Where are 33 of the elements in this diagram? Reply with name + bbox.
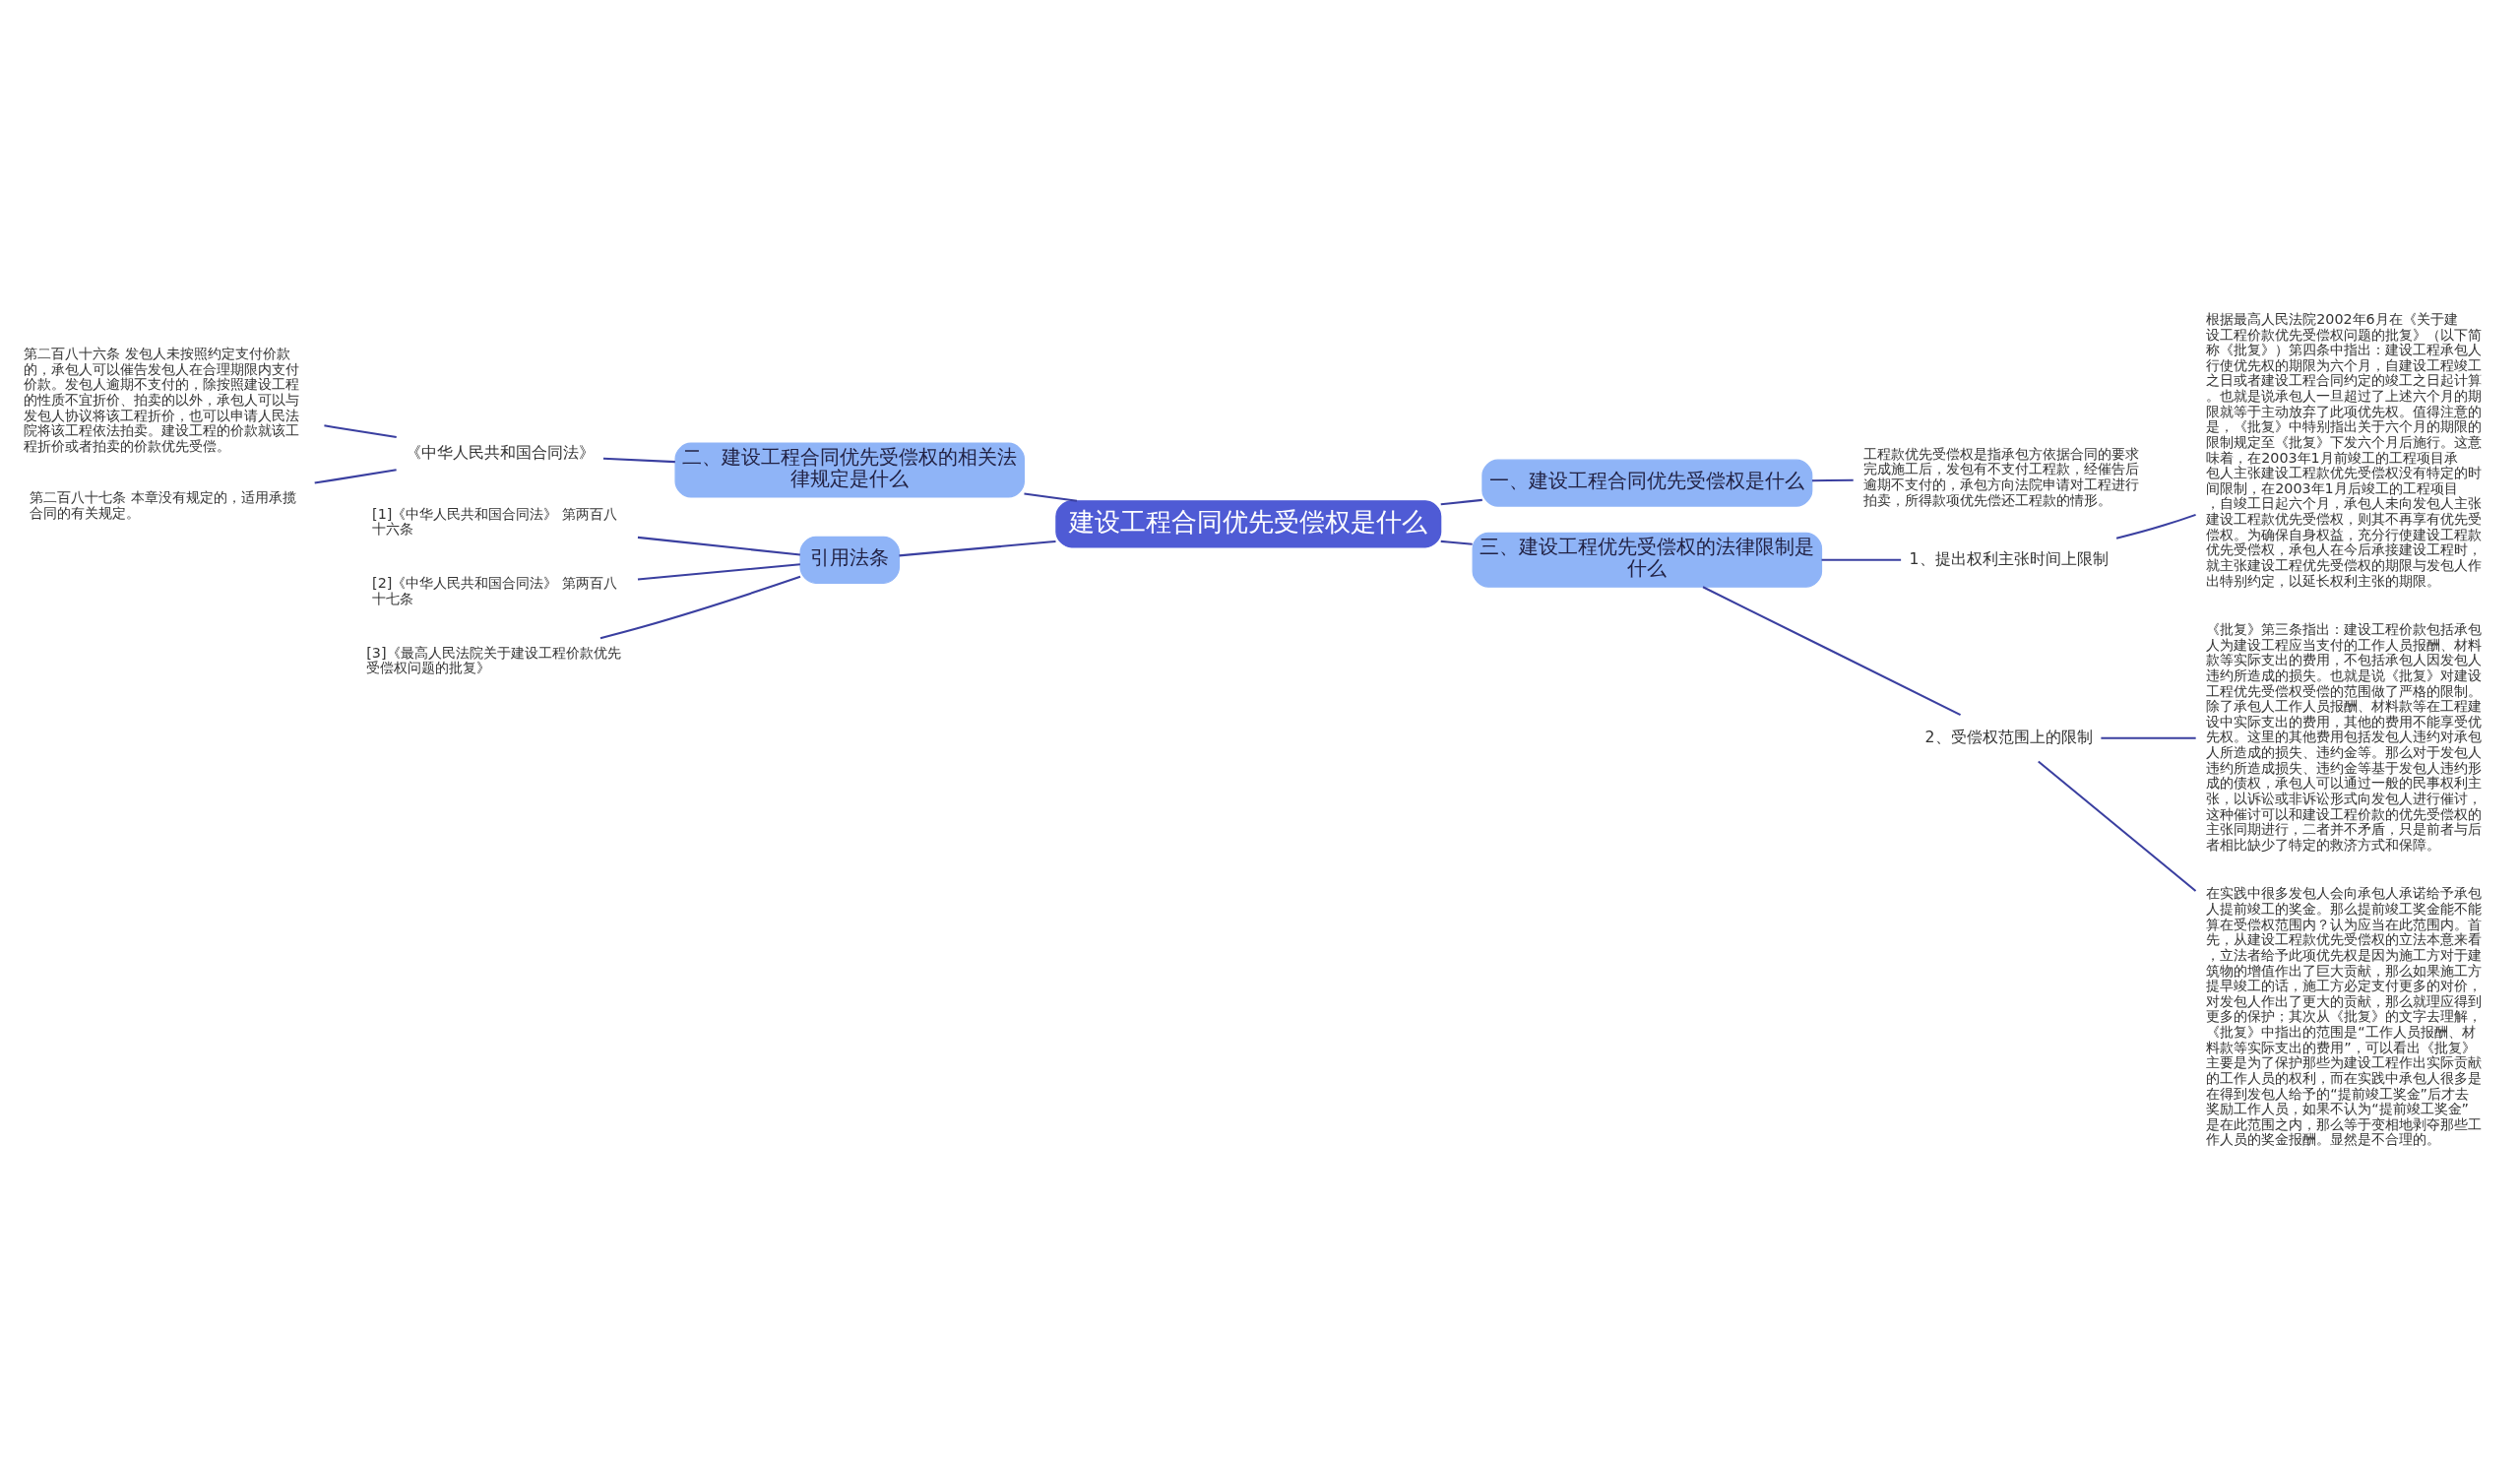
node-text: 根据最高人民法院2002年6月在《关于建设工程价款优先受偿权问题的批复》（以下简称《批复》）第四条中指出：建设工程承包人行使优先权的期限为六个月，自建设工程竣工之日或者建设工程合同约定的竣工之日起计算。也就是说承包人一旦超过了上述六个月的期限就等于主动放弃了此项优先权。值得注意的是，《批复》中特别指出关于六个月的期限的限制规定至《批复》下发六个月后施行。这意味着，在2003年1月前竣工的工程项目承包人主张建设工程款优先受偿权没有特定的时间限制，在2003年1月后竣工的工程项目，自竣工日起六个月，承包人未向发包人主张建设工程款优先受偿权，则其不再享有优先受偿权。为确保自身权益，充分行使建设工程款优先受偿权，承包人在今后承接建设工程时，就主张建设工程优先受偿权的期限与发包人作出特别约定，以延长权利主张的期限。 — [2206, 310, 2483, 589]
connector — [324, 423, 397, 438]
connector — [2101, 736, 2196, 739]
connector — [602, 457, 675, 463]
node-text: 《批复》第三条指出：建设工程价款包括承包人为建设工程应当支付的工作人员报酬、材料款等实际支出的费用，不包括承包人因发包人违约所造成的损失。也就是说《批复》对建设工程优先受偿权受偿的范围做了严格的限制。除了承包人工作人员报酬、材料款等在工程建设中实际支出的费用，其他的费用不能享受优先权。这里的其他费用包括发包人违约对承包人所造成的损失、违约金等。那么对于发包人违约所造成损失、违约金等基于发包人违约形成的债权，承包人可以通过一般的民事权利主张，以诉讼或非诉讼形式向发包人进行催讨，这种催讨可以和建设工程价款的优先受偿权的主张同期进行，二者并不矛盾，只是前者与后者相比缺少了特定的救济方式和保障。 — [2206, 620, 2483, 853]
connector — [2115, 513, 2196, 540]
connector — [1440, 540, 1473, 545]
node-text: 1、提出权利主张时间上限制 — [1909, 549, 2109, 568]
node-text: 在实践中很多发包人会向承包人承诺给予承包人提前竣工的奖金。那么提前竣工奖金能不能算在受偿权范围内？认为应当在此范围内。首先，从建设工程款优先受偿权的立法本意来看，立法者给予此项优先权是因为施工方对于建筑物的增值作出了巨大贡献，那么如果施工方提早竣工的话，施工方必定支付更多的对价，对发包人作出了更大的贡献，那么就理应得到更多的保护；其次从《批复》的文字去理解，《批复》中指出的范围是“工作人员报酬、材料款等实际支出的费用”，可以看出《批复》主要是为了保护那些为建设工程作出实际贡献的工作人员的权利，而在实践中承包人很多是在得到发包人给予的“提前竣工奖金”后才去奖励工作人员，如果不认为“提前竣工奖金”是在此范围之内，那么等于变相地剥夺那些工作人员的奖金报酬。显然是不合理的。 — [2206, 884, 2483, 1147]
node-box: 引用法条 — [799, 536, 901, 584]
connector — [1821, 558, 1902, 561]
node-text: [1]《中华人民共和国合同法》 第两百八十六条 — [372, 505, 617, 537]
connector — [637, 536, 800, 556]
connector — [899, 540, 1056, 556]
connector — [314, 468, 397, 484]
node-box: 建设工程合同优先受偿权是什么 — [1055, 499, 1442, 547]
node-text: [2]《中华人民共和国合同法》 第两百八十七条 — [372, 574, 617, 606]
node-text: [3]《最高人民法院关于建设工程价款优先受偿权问题的批复》 — [366, 644, 621, 675]
connector — [1702, 585, 1961, 716]
node-box: 二、建设工程合同优先受偿权的相关法律规定是什么 — [674, 442, 1025, 498]
connector — [1440, 498, 1482, 505]
connector — [599, 575, 801, 639]
node-text: 《中华人民共和国合同法》 — [405, 443, 595, 462]
node-box: 三、建设工程优先受偿权的法律限制是什么 — [1472, 532, 1823, 588]
connector — [1024, 492, 1078, 502]
node-text: 2、受偿权范围上的限制 — [1924, 728, 2093, 746]
connector — [2038, 760, 2197, 892]
connector — [1811, 478, 1854, 481]
node-text: 工程款优先受偿权是指承包方依据合同的要求完成施工后，发包有不支付工程款，经催告后逾期不支付的，承包方向法院申请对工程进行拍卖，所得款项优先偿还工程款的情形。 — [1863, 445, 2140, 508]
node-box: 一、建设工程合同优先受偿权是什么 — [1481, 459, 1813, 507]
node-text: 第二百八十六条 发包人未按照约定支付价款的，承包人可以催告发包人在合理期限内支付价款。发包人逾期不支付的，除按照建设工程的性质不宜折价、拍卖的以外，承包人可以与发包人协议将该工程折价，也可以申请人民法院将该工程依法拍卖。建设工程的价款就该工程折价或者拍卖的价款优先受偿。 — [24, 345, 300, 454]
connector — [637, 562, 800, 581]
node-text: 第二百八十七条 本章没有规定的，适用承揽合同的有关规定。 — [30, 488, 296, 521]
